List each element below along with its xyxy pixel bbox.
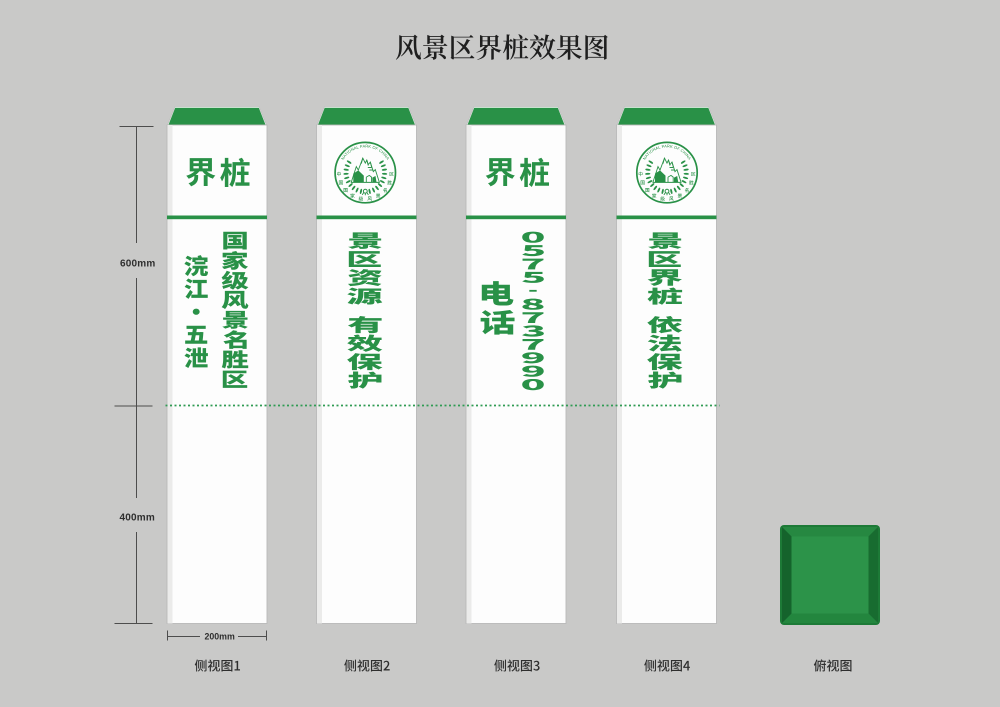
svg-text:400mm: 400mm: [120, 513, 155, 524]
svg-text:200mm: 200mm: [205, 631, 235, 641]
svg-text:600mm: 600mm: [120, 259, 155, 270]
